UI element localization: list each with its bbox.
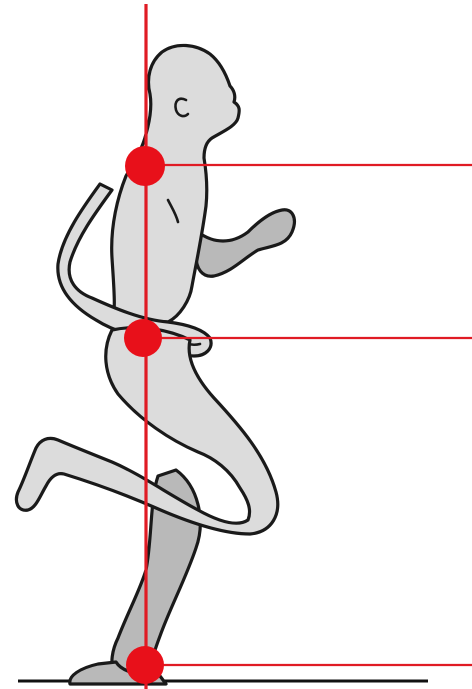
hip-marker <box>124 319 162 357</box>
ankle-marker <box>126 646 164 684</box>
shoulder-marker <box>125 146 165 186</box>
back-arm <box>196 210 294 277</box>
torso-and-head <box>112 45 240 330</box>
